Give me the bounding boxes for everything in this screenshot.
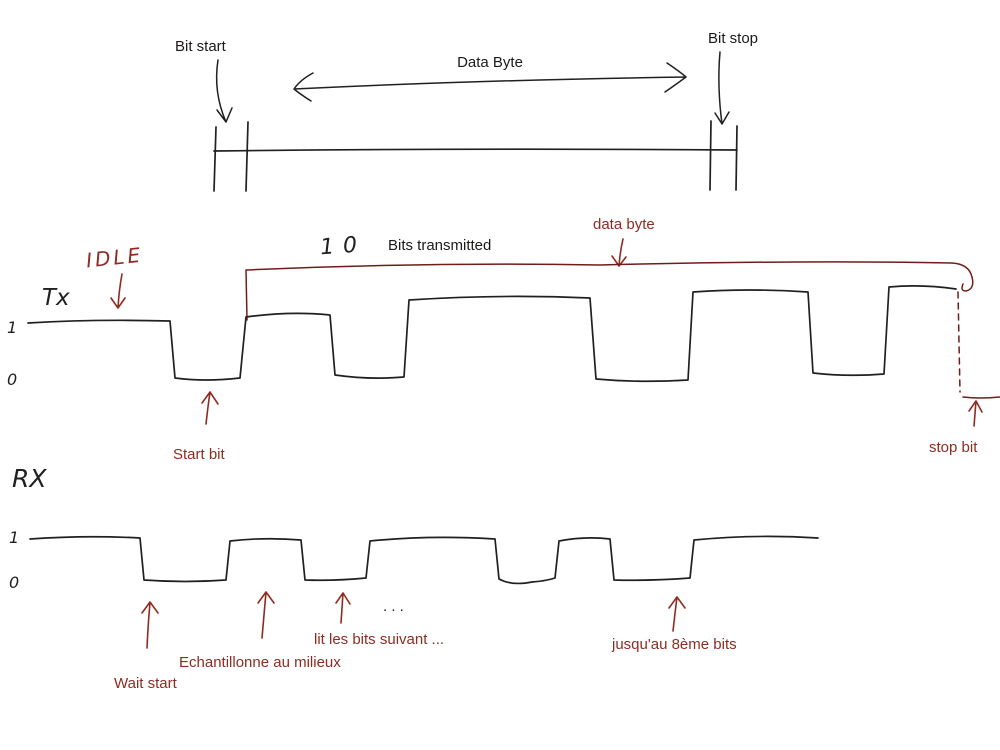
timeline-tick-4: [735, 125, 738, 191]
wait-start-arrow: [141, 601, 159, 649]
rx-line-label: RX: [12, 464, 47, 493]
tx-level-1-label: 1: [7, 318, 17, 337]
sample-middle-arrow: [257, 591, 275, 639]
stop-bit-label: stop bit: [929, 439, 978, 456]
start-bit-label: Start bit: [173, 446, 226, 463]
rx-section-group: RX 1 0 Wait start Echantillonne au milie…: [9, 464, 819, 692]
tx-data-byte-label: data byte: [593, 216, 655, 233]
read-next-bits-arrow: [335, 592, 351, 624]
timeline-tick-1: [213, 126, 217, 192]
idle-arrow: [110, 273, 126, 309]
start-bit-arrow: [201, 391, 219, 425]
timeline-tick-2: [245, 121, 249, 192]
bit-start-label: Bit start: [175, 38, 227, 55]
data-byte-bracket: [245, 261, 974, 321]
data-byte-top-label: Data Byte: [457, 54, 523, 71]
rx-waveform: [29, 535, 819, 585]
stop-bit-low-level: [962, 396, 1000, 399]
tx-waveform: [27, 285, 957, 383]
tx-data-byte-arrow: [611, 238, 627, 267]
bit-stop-label: Bit stop: [708, 30, 758, 47]
data-byte-span-arrow: [293, 62, 687, 102]
tx-line-label: Tx: [42, 285, 70, 311]
until-8th-bit-arrow: [668, 596, 686, 632]
bits-count-label: 10: [319, 232, 367, 260]
rx-level-0-label: 0: [9, 573, 19, 592]
bits-transmitted-label: Bits transmitted: [388, 237, 491, 254]
until-8th-bit-label: jusqu'au 8ème bits: [611, 636, 737, 653]
bit-start-arrow: [215, 59, 233, 123]
stop-bit-dashed-edge: [957, 291, 961, 393]
timeline-line: [213, 148, 738, 152]
rx-level-1-label: 1: [9, 528, 19, 547]
ellipsis-label: . . .: [383, 598, 404, 615]
tx-level-0-label: 0: [7, 370, 17, 389]
timeline-tick-3: [709, 120, 712, 191]
idle-label: IDLE: [85, 243, 144, 273]
read-next-bits-label: lit les bits suivant ...: [314, 631, 444, 648]
stop-bit-arrow: [968, 400, 983, 427]
tx-section-group: IDLE Tx 1 0 10 Bits transmitted data byt…: [7, 216, 1000, 463]
sample-middle-label: Echantillonne au milieux: [179, 654, 341, 671]
bit-stop-arrow: [714, 51, 730, 125]
wait-start-label: Wait start: [114, 675, 178, 692]
top-timeline-group: Bit start Data Byte Bit stop: [175, 30, 758, 192]
